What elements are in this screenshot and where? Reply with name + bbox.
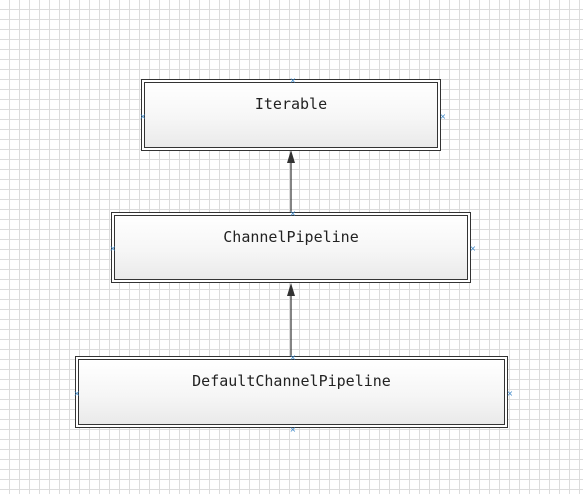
arrowhead-icon xyxy=(287,283,295,296)
connection-handle-icon[interactable]: × xyxy=(73,388,81,398)
node-label: ChannelPipeline xyxy=(223,228,359,246)
connection-handle-icon[interactable]: × xyxy=(289,424,297,434)
connection-handle-icon[interactable]: × xyxy=(289,208,297,218)
connection-handle-icon[interactable]: × xyxy=(289,75,297,85)
node-label: Iterable xyxy=(254,95,328,113)
node-defaultchannelpipeline-box: DefaultChannelPipeline xyxy=(78,359,505,425)
connection-handle-icon[interactable]: × xyxy=(139,111,147,121)
node-channelpipeline[interactable]: ChannelPipeline × × × xyxy=(109,208,476,283)
node-label: DefaultChannelPipeline xyxy=(192,372,391,390)
connection-handle-icon[interactable]: × xyxy=(109,243,117,253)
node-iterable[interactable]: Iterable × × × xyxy=(139,75,446,151)
edge-channelpipeline-to-iterable[interactable] xyxy=(287,150,295,212)
node-defaultchannelpipeline[interactable]: DefaultChannelPipeline × × × × xyxy=(73,352,514,433)
connection-handle-icon[interactable]: × xyxy=(439,111,447,121)
arrowhead-icon xyxy=(287,150,295,163)
connection-handle-icon[interactable]: × xyxy=(506,388,514,398)
connection-handle-icon[interactable]: × xyxy=(289,352,297,362)
connection-handle-icon[interactable]: × xyxy=(469,243,477,253)
node-iterable-box: Iterable xyxy=(144,82,438,148)
edge-defaultchannelpipeline-to-channelpipeline[interactable] xyxy=(287,283,295,356)
node-channelpipeline-box: ChannelPipeline xyxy=(114,215,468,280)
